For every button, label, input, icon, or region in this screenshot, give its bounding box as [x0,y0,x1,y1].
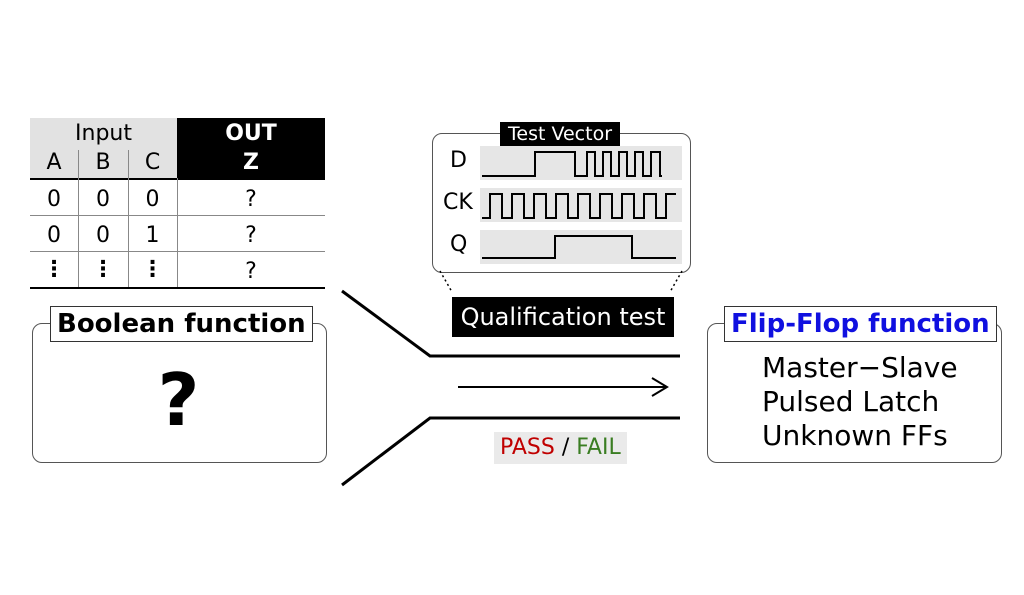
table-cell: ? [245,223,257,248]
funnel-top-line [341,289,680,358]
table-cell: ? [245,259,257,284]
boolean-unknown-mark: ? [157,358,200,442]
output-header-bg [177,118,325,178]
signal-lane [480,146,682,180]
table-divider [177,178,178,287]
result-separator: / [561,435,570,460]
table-cell: ⋮ [43,257,65,282]
pass-label: PASS [500,435,555,460]
input-header-bg [30,118,177,178]
connector-dotted [439,270,453,293]
signal-label-ck: CK [443,190,473,215]
qualification-test-label: Qualification test [452,297,674,337]
flipflop-type-item: Master−Slave [762,351,958,384]
signal-label-q: Q [450,232,468,257]
flipflop-function-box [707,323,1002,463]
output-header: OUT [225,121,277,146]
flipflop-function-title: Flip-Flop function [724,306,997,342]
signal-label-d: D [450,148,467,173]
flipflop-type-item: Pulsed Latch [762,385,940,418]
waveform-d [482,151,662,177]
column-header-a: A [46,150,62,175]
boolean-function-box [32,323,327,463]
table-cell: ? [245,187,257,212]
table-cell: 0 [96,187,110,212]
table-cell: ⋮ [92,257,114,282]
table-divider [78,150,79,287]
funnel-bottom-line [341,416,680,487]
fail-label: FAIL [576,435,621,460]
waveform-q [482,235,676,259]
boolean-function-title: Boolean function [50,306,313,342]
pass-fail-result: PASS / FAIL [494,432,627,464]
column-header-b: B [95,150,111,175]
column-header-z: Z [243,150,259,175]
table-cell: ⋮ [141,257,164,282]
table-cell: 0 [47,187,61,212]
table-cell: 1 [145,223,160,248]
table-cell: 0 [47,223,61,248]
connector-dotted [669,270,683,293]
table-cell: 0 [145,187,160,212]
test-vector-title: Test Vector [500,122,620,146]
input-header: Input [75,121,132,146]
table-divider [128,150,129,287]
column-header-c: C [144,150,161,175]
waveform-ck [482,193,676,219]
table-cell: 0 [96,223,110,248]
arrow-head-icon [651,377,669,397]
flipflop-type-item: Unknown FFs [762,419,948,452]
table-divider [30,287,325,289]
